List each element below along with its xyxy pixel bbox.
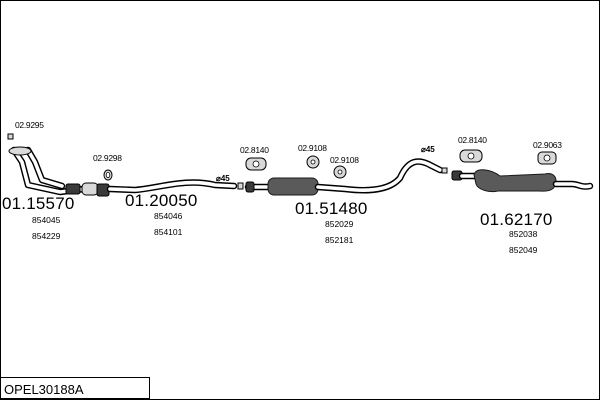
- hanger-02-8140-b: [459, 149, 483, 163]
- center-silencer-01-51480: [244, 158, 448, 196]
- accessory-label-02-9295: 02.9295: [15, 120, 44, 130]
- oe-number-2a: 854046: [154, 211, 183, 221]
- hanger-02-9063: [537, 151, 557, 165]
- intermediate-pipe-01-20050: [96, 179, 244, 197]
- hanger-02-9108-b: [333, 165, 347, 179]
- diameter-label-a: ⌀45: [216, 174, 230, 183]
- oe-number-1a: 854045: [32, 215, 61, 225]
- oe-number-4a: 852038: [509, 229, 538, 239]
- accessory-label-02-8140-a: 02.8140: [240, 145, 269, 155]
- part-number-01-15570: 01.15570: [2, 194, 75, 213]
- drawing-code: OPEL30188A: [4, 382, 84, 397]
- accessory-label-02-9298: 02.9298: [93, 153, 122, 163]
- diameter-label-b: ⌀45: [421, 145, 435, 154]
- hanger-02-8140-a: [245, 157, 267, 171]
- part-number-01-62170: 01.62170: [480, 210, 553, 229]
- accessory-label-02-9108-b: 02.9108: [330, 155, 359, 165]
- drawing-code-box: OPEL30188A: [0, 377, 150, 399]
- hanger-02-9108-a: [306, 155, 320, 169]
- front-pipe-01-15570: [7, 133, 99, 196]
- oe-number-2b: 854101: [154, 227, 183, 237]
- oe-number-1b: 854229: [32, 231, 61, 241]
- accessory-label-02-8140-b: 02.8140: [458, 135, 487, 145]
- part-number-01-20050: 01.20050: [125, 191, 198, 210]
- rear-silencer-01-62170: [451, 169, 594, 193]
- oe-number-3b: 852181: [325, 235, 354, 245]
- part-number-01-51480: 01.51480: [295, 199, 368, 218]
- oe-number-3a: 852029: [325, 219, 354, 229]
- accessory-label-02-9108-a: 02.9108: [298, 143, 327, 153]
- gasket-02-9298: [103, 169, 113, 181]
- oe-number-4b: 852049: [509, 245, 538, 255]
- accessory-label-02-9063: 02.9063: [533, 140, 562, 150]
